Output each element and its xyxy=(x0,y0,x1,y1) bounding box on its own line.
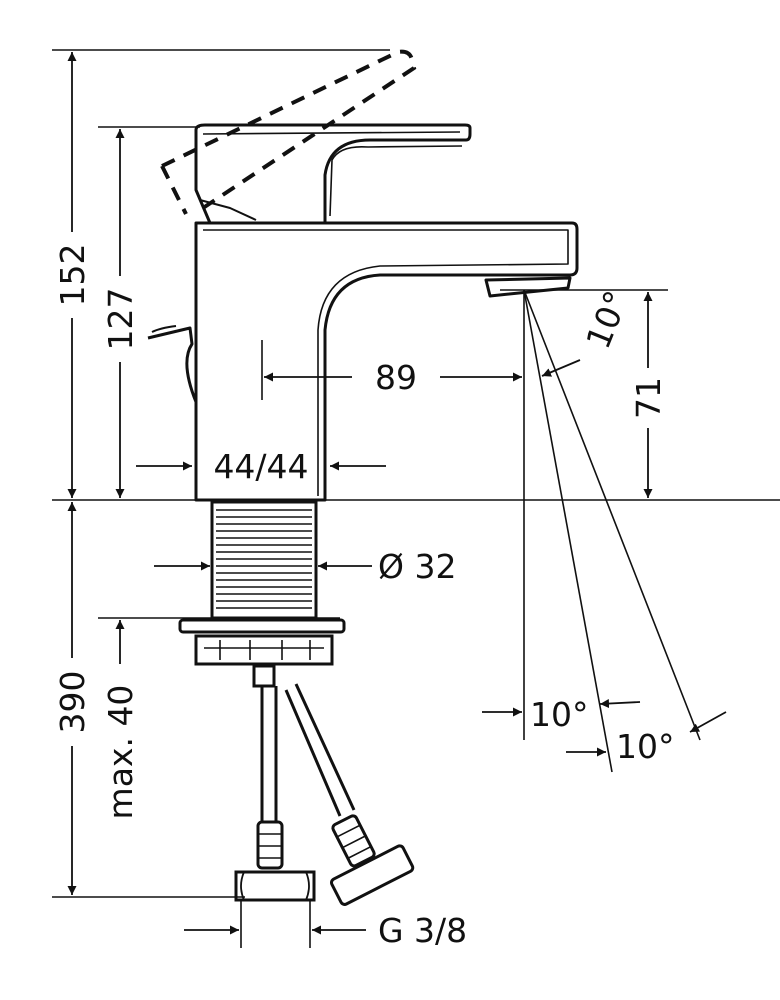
label-152: 152 xyxy=(53,244,92,307)
straight-hose-connector xyxy=(256,820,284,870)
label-diameter-32: Ø 32 xyxy=(378,547,456,586)
straight-hose-nut xyxy=(234,870,316,902)
label-44-44: 44/44 xyxy=(213,447,308,486)
label-g-3-8: G 3/8 xyxy=(378,911,467,950)
dimension-arrows xyxy=(67,52,727,935)
label-89: 89 xyxy=(375,358,417,397)
spray-cone-lines xyxy=(523,289,701,773)
label-390: 390 xyxy=(53,671,92,734)
lever-base xyxy=(194,123,472,225)
extension-lines xyxy=(52,49,780,948)
popup-rod xyxy=(147,326,198,403)
label-max-40: max. 40 xyxy=(101,685,140,820)
washer xyxy=(178,618,346,634)
label-spout-angle: 10° xyxy=(578,285,636,354)
angled-hose-connector xyxy=(331,814,376,868)
angled-hose-nut xyxy=(330,844,415,906)
lever-open-position xyxy=(160,49,417,215)
faucet-body xyxy=(147,123,579,502)
label-71: 71 xyxy=(629,377,668,419)
dimension-labels: 152 127 390 max. 40 71 10° 89 44/44 Ø 32… xyxy=(53,244,675,951)
supply-hoses xyxy=(234,664,415,906)
label-127: 127 xyxy=(101,288,140,351)
fixing-nut xyxy=(194,634,334,666)
label-spray-angle-left: 10° xyxy=(530,695,589,734)
threaded-shank xyxy=(178,500,346,666)
label-spray-angle-right: 10° xyxy=(616,727,675,766)
aerator xyxy=(484,276,572,298)
body-outline xyxy=(194,221,579,502)
